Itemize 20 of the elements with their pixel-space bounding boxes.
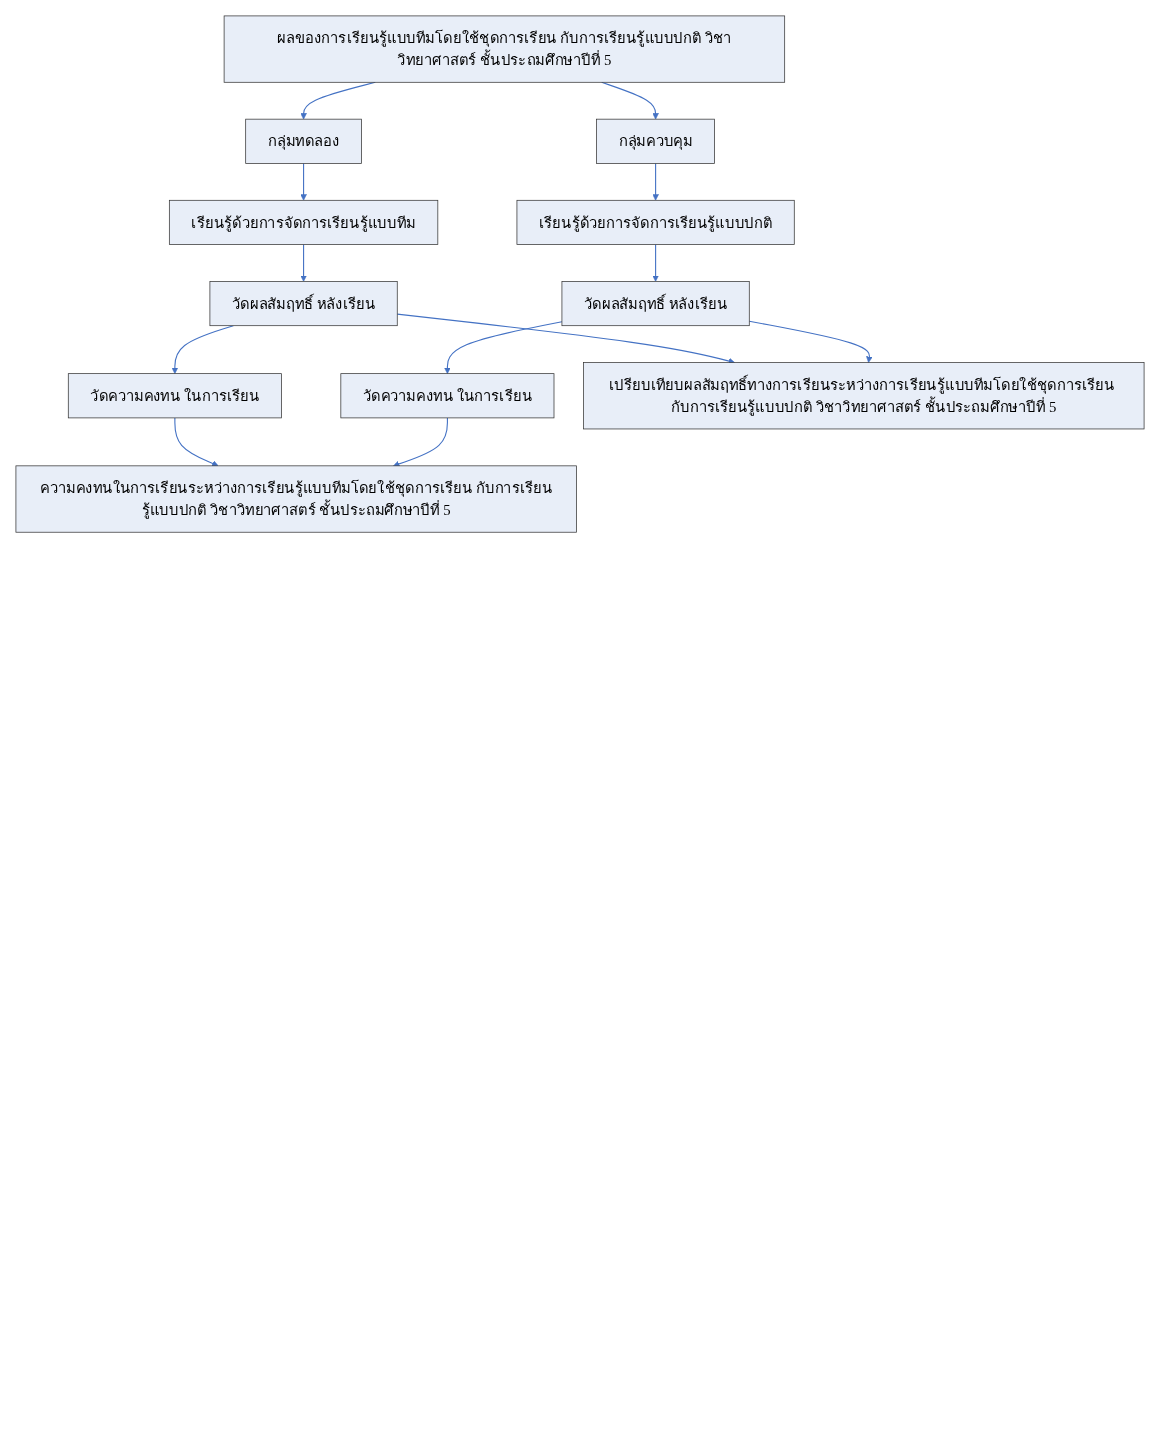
node-box: เรียนรู้ด้วยการจัดการเรียนรู้แบบปกติ bbox=[516, 199, 795, 245]
node-box: วัดความคงทน ในการเรียน bbox=[67, 373, 282, 419]
arrow bbox=[171, 325, 234, 374]
node-box: เรียนรู้ด้วยการจัดการเรียนรู้แบบทีม bbox=[168, 199, 439, 245]
arrow bbox=[393, 417, 448, 467]
arrow bbox=[748, 320, 873, 363]
node-box: วัดผลสัมฤทธิ์ หลังเรียน bbox=[209, 281, 398, 327]
node-box: เปรียบเทียบผลสัมฤทธิ์ทางการเรียนระหว่างการเรียนรู้แบบทีมโดยใช้ชุดการเรียน กับการเรียนรู้แบบปกติ วิชาวิทยาศาสตร์ ชั้นประถมศึกษาปีที่ 5 bbox=[583, 362, 1145, 430]
arrow bbox=[300, 162, 307, 201]
arrow bbox=[174, 417, 219, 467]
arrow bbox=[652, 244, 659, 282]
node-box: ผลของการเรียนรู้แบบทีมโดยใช้ชุดการเรียน กับการเรียนรู้แบบปกติ วิชาวิทยาศาสตร์ ชั้นประถมศึกษาปีที่ 5 bbox=[223, 15, 786, 83]
node-box: ความคงทนในการเรียนระหว่างการเรียนรู้แบบทีมโดยใช้ชุดการเรียน กับการเรียนรู้แบบปกติ วิชาวิทยาศาสตร์ ชั้นประถมศึกษาปีที่ 5 bbox=[15, 465, 577, 533]
node-box: วัดความคงทน ในการเรียน bbox=[340, 373, 555, 419]
node-box: กลุ่มควบคุม bbox=[596, 118, 715, 164]
arrow bbox=[652, 162, 659, 201]
arrow bbox=[444, 321, 563, 374]
node-box: วัดผลสัมฤทธิ์ หลังเรียน bbox=[561, 281, 750, 327]
node-box: กลุ่มทดลอง bbox=[245, 118, 362, 164]
arrow bbox=[300, 244, 307, 282]
